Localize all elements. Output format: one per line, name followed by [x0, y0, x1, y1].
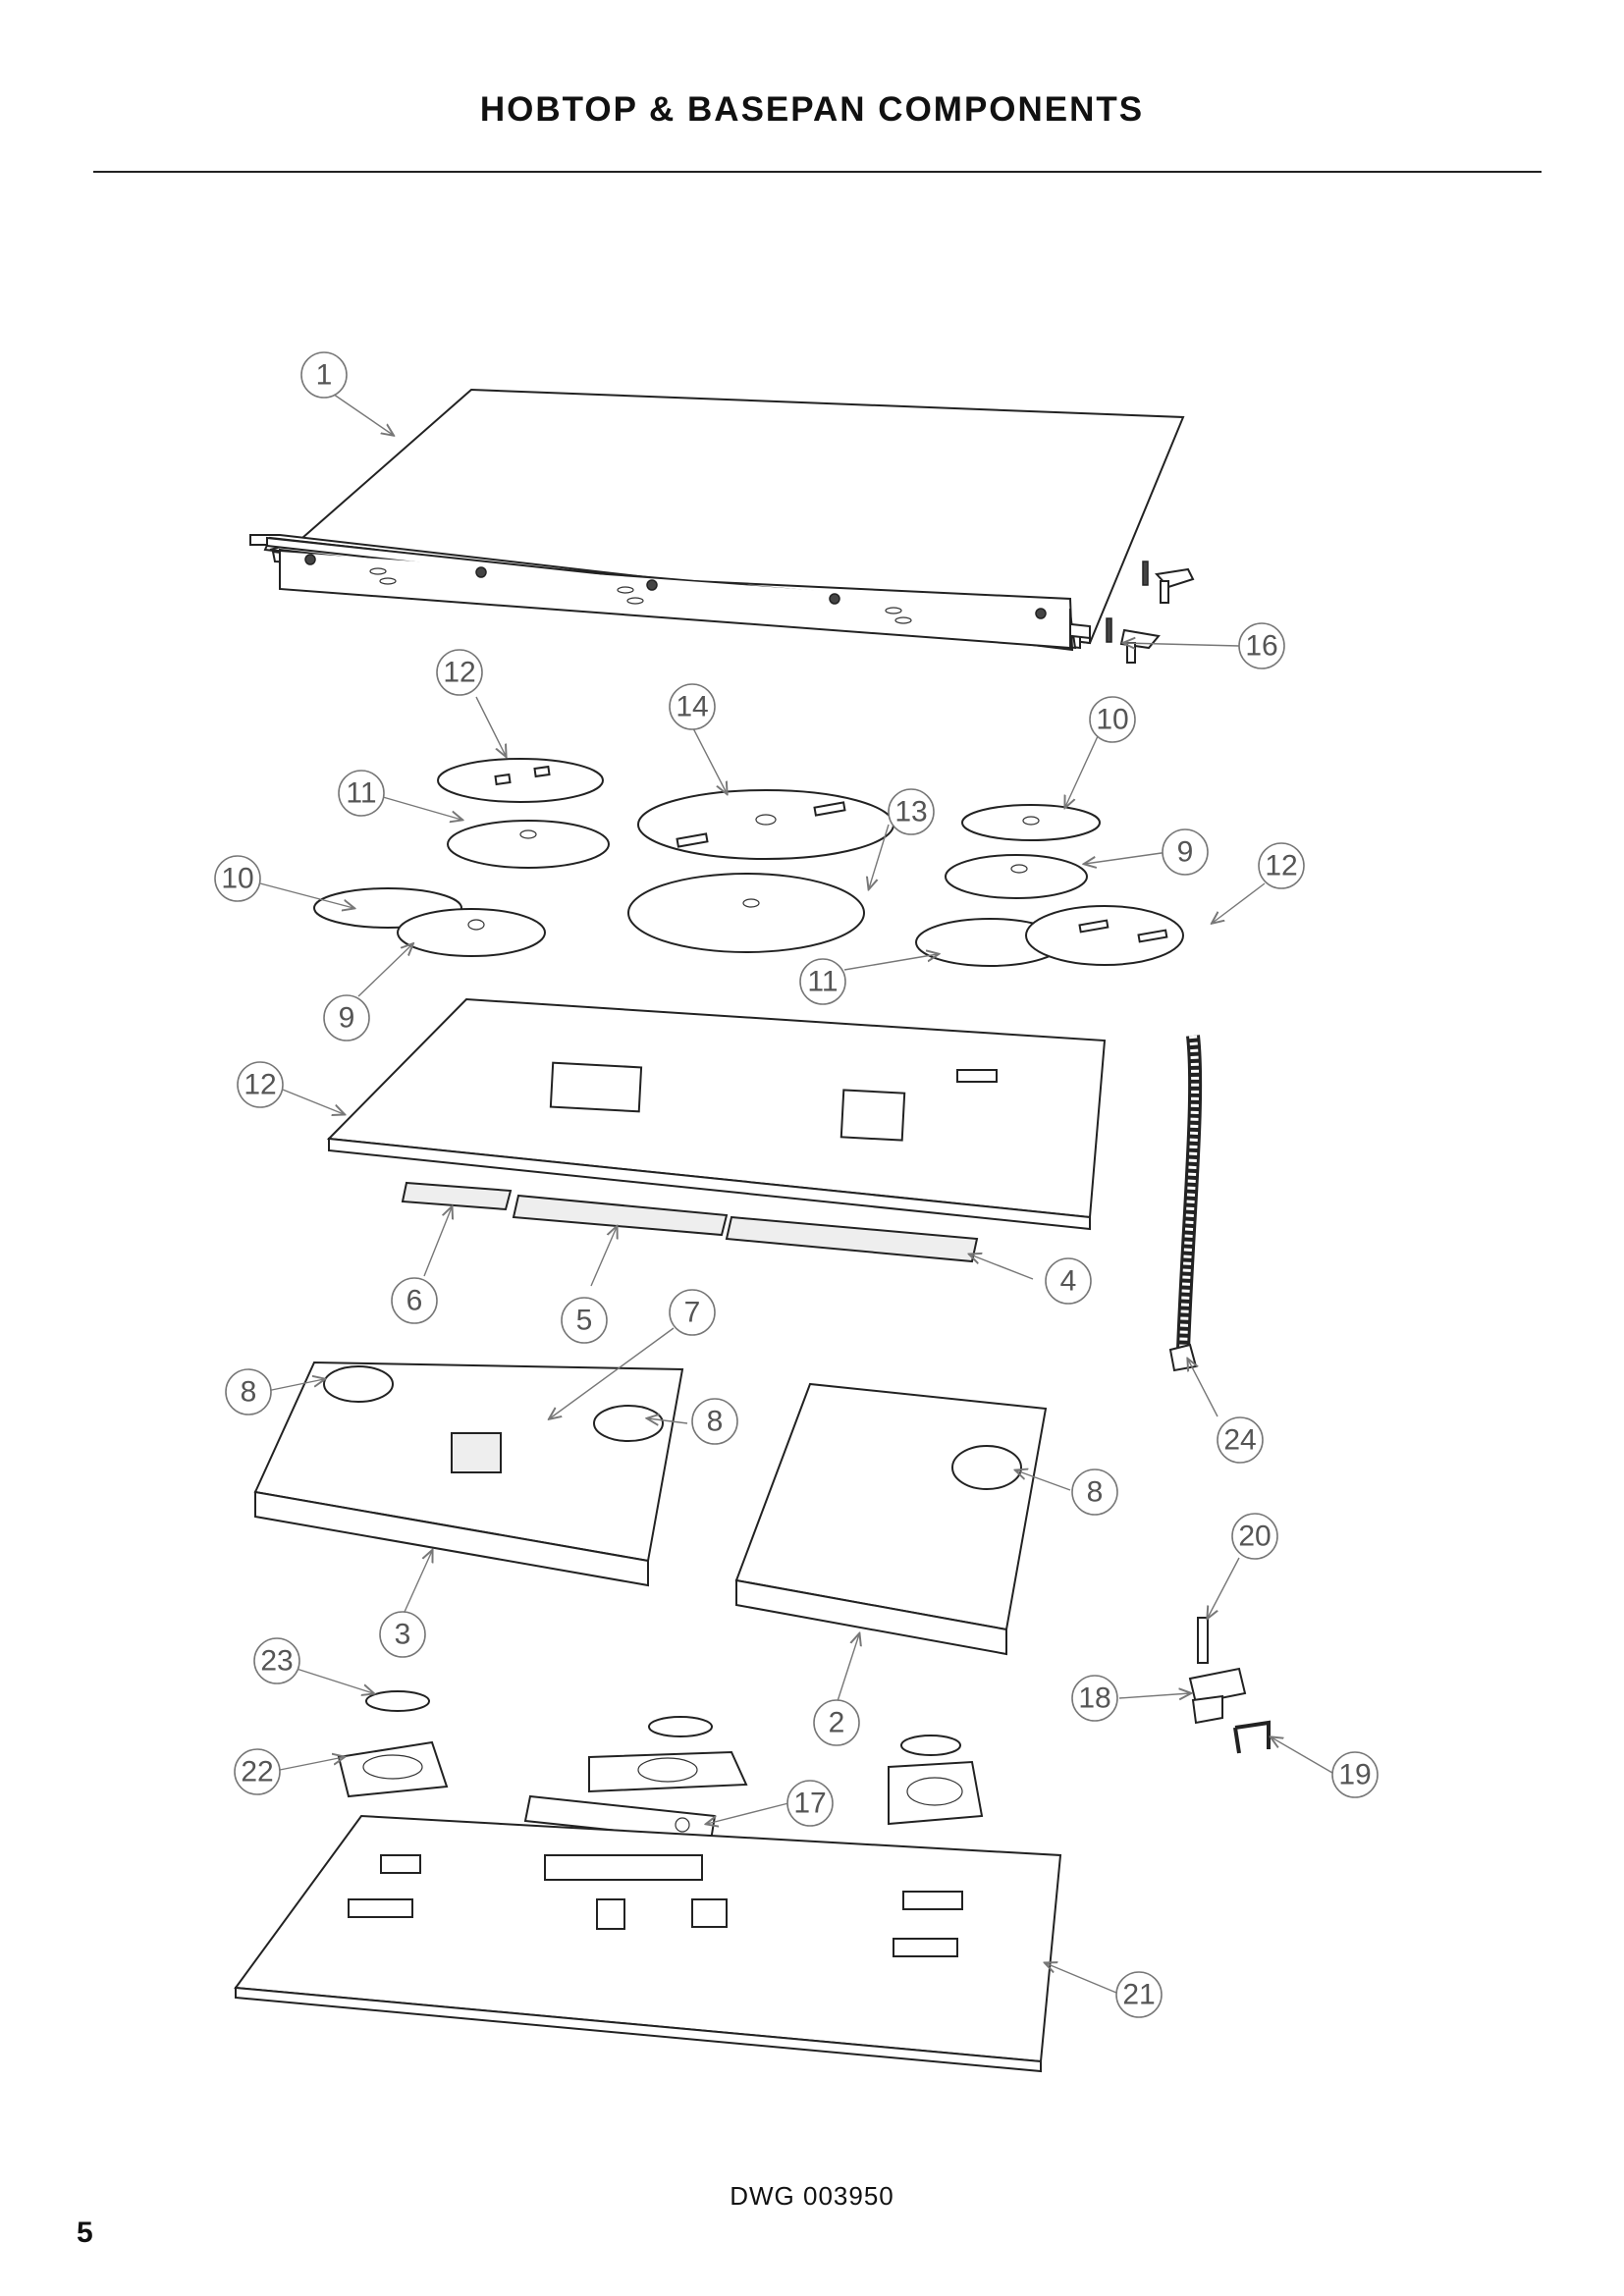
svg-text:11: 11	[807, 966, 838, 998]
control-boards	[401, 1181, 979, 1263]
svg-text:9: 9	[1177, 836, 1194, 869]
callout-14: 14	[669, 683, 716, 730]
svg-text:5: 5	[576, 1305, 593, 1337]
title-divider	[93, 171, 1542, 173]
callout-7: 7	[669, 1289, 716, 1336]
svg-text:23: 23	[260, 1645, 293, 1678]
svg-text:3: 3	[395, 1619, 411, 1651]
callout-12-a: 12	[436, 649, 483, 696]
svg-text:4: 4	[1060, 1265, 1077, 1298]
fan-covers	[337, 1690, 984, 1826]
drawing-number: DWG 003950	[730, 2181, 894, 2211]
svg-text:11: 11	[346, 777, 376, 810]
callout-6: 6	[391, 1277, 438, 1324]
callout-10-a: 10	[1089, 696, 1136, 743]
flexible-conduit	[1168, 1035, 1203, 1372]
right-housing	[734, 1382, 1048, 1656]
callout-3: 3	[379, 1611, 426, 1658]
callout-18: 18	[1071, 1675, 1118, 1722]
svg-text:9: 9	[339, 1002, 355, 1035]
svg-text:10: 10	[1096, 704, 1128, 736]
hobtop-brackets	[1106, 561, 1195, 664]
callout-4: 4	[1045, 1257, 1092, 1305]
callout-13: 13	[888, 788, 935, 835]
svg-text:17: 17	[793, 1788, 826, 1820]
svg-text:8: 8	[1087, 1476, 1104, 1509]
callout-11-b: 11	[799, 958, 846, 1005]
svg-text:8: 8	[241, 1376, 257, 1409]
page-title: HOBTOP & BASEPAN COMPONENTS	[479, 90, 1145, 129]
callout-24: 24	[1217, 1416, 1264, 1464]
callout-16: 16	[1238, 622, 1285, 669]
hobtop-glass	[249, 388, 1185, 652]
callout-1: 1	[300, 351, 348, 399]
svg-text:10: 10	[221, 863, 253, 895]
callout-9-b: 9	[323, 994, 370, 1041]
svg-text:12: 12	[1265, 850, 1297, 882]
callout-23: 23	[253, 1637, 300, 1684]
svg-text:6: 6	[406, 1285, 423, 1317]
svg-text:13: 13	[894, 796, 927, 828]
leader-lines	[259, 387, 1333, 1994]
svg-text:16: 16	[1245, 630, 1277, 663]
callout-20: 20	[1231, 1513, 1278, 1560]
callout-8-b: 8	[691, 1398, 738, 1445]
svg-text:8: 8	[707, 1406, 724, 1438]
svg-text:20: 20	[1238, 1521, 1271, 1553]
support-tray	[326, 997, 1107, 1231]
callout-12-b: 12	[1258, 842, 1305, 889]
svg-text:12: 12	[443, 657, 475, 689]
cable-clamp-set	[1188, 1617, 1271, 1754]
page-number: 5	[77, 2216, 93, 2249]
svg-text:1: 1	[316, 359, 333, 392]
svg-text:19: 19	[1338, 1759, 1371, 1791]
svg-text:21: 21	[1122, 1979, 1155, 2011]
callout-2: 2	[813, 1699, 860, 1746]
svg-text:2: 2	[829, 1707, 845, 1739]
callout-10-b: 10	[214, 855, 261, 902]
svg-text:14: 14	[676, 691, 708, 723]
svg-text:18: 18	[1078, 1682, 1110, 1715]
callout-19: 19	[1331, 1751, 1379, 1798]
callout-5: 5	[561, 1297, 608, 1344]
svg-text:22: 22	[241, 1756, 273, 1789]
callout-8-c: 8	[1071, 1468, 1118, 1516]
induction-coils	[313, 758, 1184, 967]
callout-21: 21	[1115, 1971, 1163, 2018]
callout-11-a: 11	[338, 770, 385, 817]
callout-17: 17	[786, 1780, 834, 1827]
callout-8-a: 8	[225, 1368, 272, 1415]
svg-text:24: 24	[1223, 1424, 1256, 1457]
callout-12-c: 12	[237, 1061, 284, 1108]
base-pan	[234, 1814, 1062, 2073]
callout-22: 22	[234, 1748, 281, 1795]
left-housing	[253, 1361, 684, 1587]
svg-text:7: 7	[684, 1297, 701, 1329]
callout-9-a: 9	[1162, 828, 1209, 876]
svg-text:12: 12	[244, 1069, 276, 1101]
